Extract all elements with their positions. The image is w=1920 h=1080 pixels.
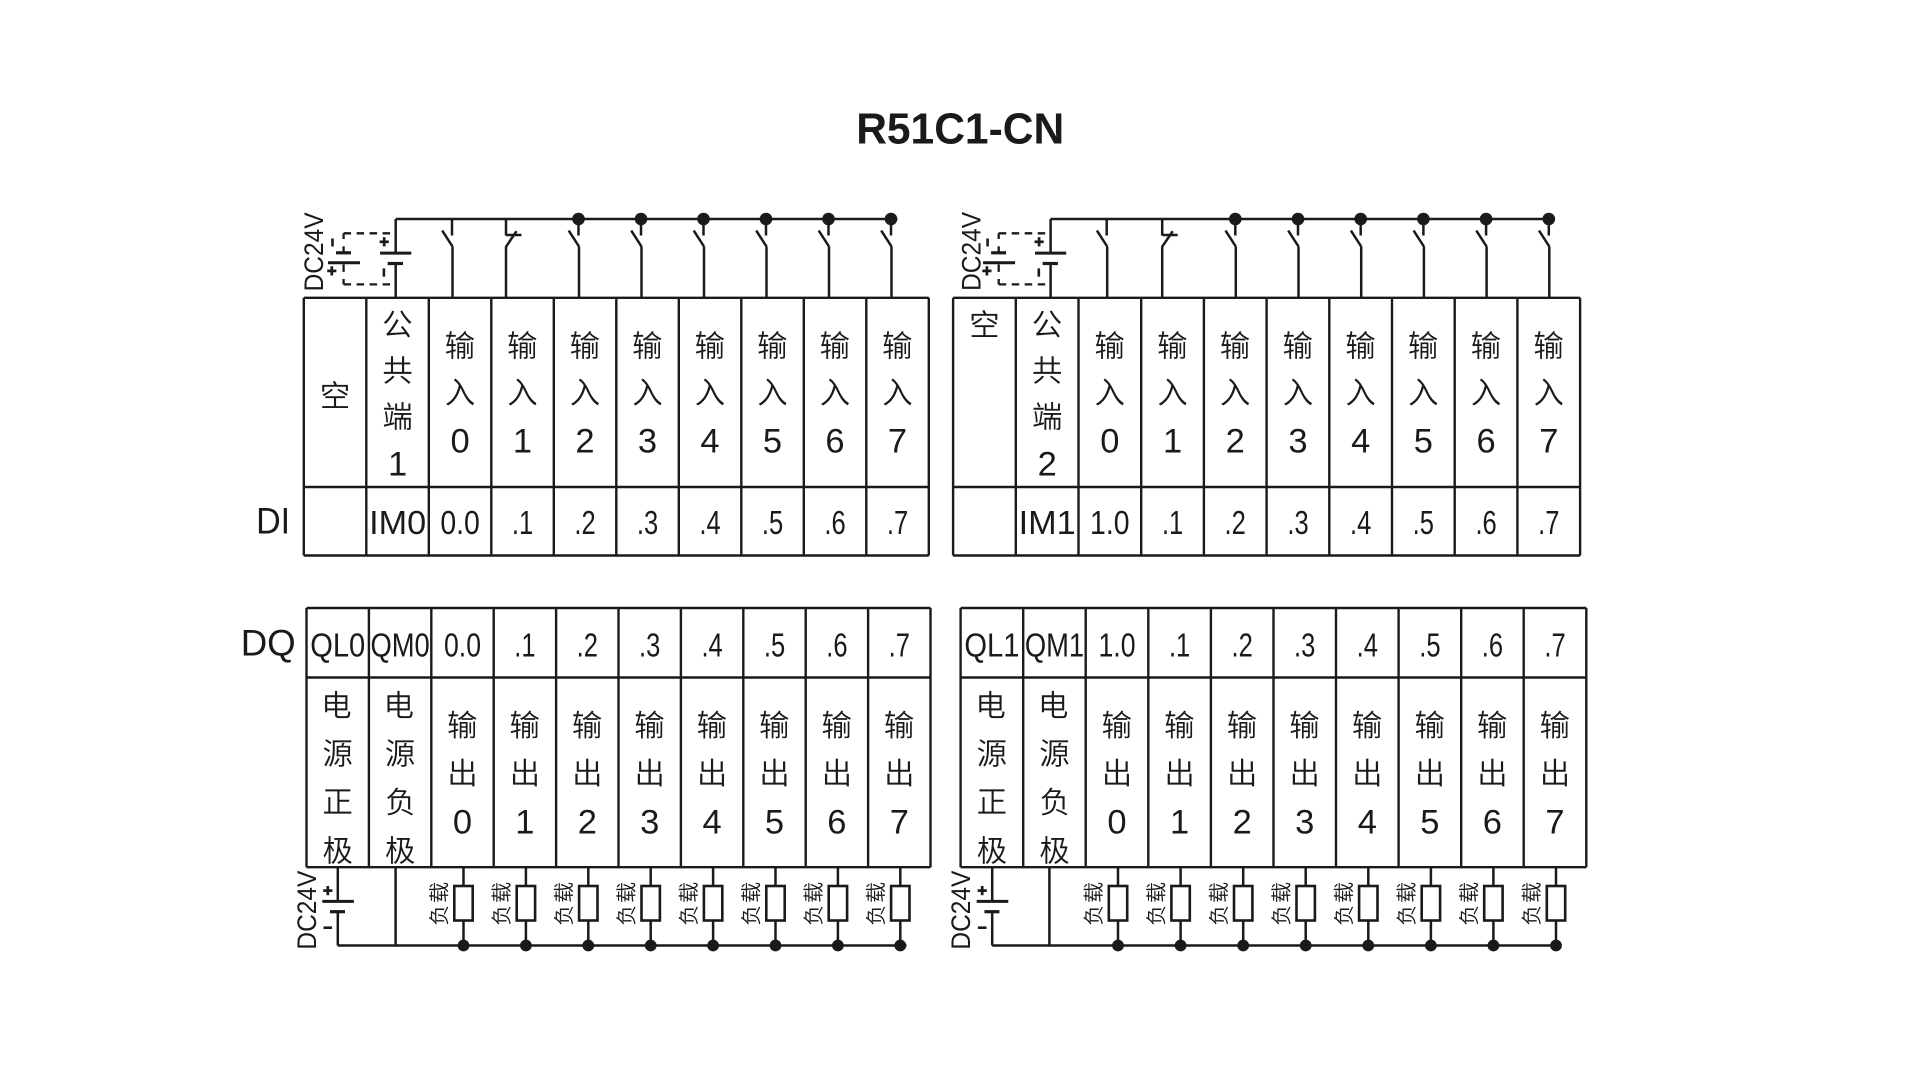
svg-text:5: 5	[1414, 423, 1433, 461]
svg-text:.7: .7	[1544, 627, 1565, 664]
svg-text:.1: .1	[1162, 504, 1183, 541]
svg-text:DC24V: DC24V	[292, 870, 322, 949]
svg-text:.2: .2	[574, 504, 595, 541]
svg-text:IM1: IM1	[1019, 504, 1076, 541]
svg-text:1: 1	[513, 423, 532, 461]
svg-text:6: 6	[1483, 804, 1502, 842]
svg-text:6: 6	[1477, 423, 1496, 461]
svg-text:.4: .4	[699, 504, 720, 541]
svg-text:1.0: 1.0	[1090, 504, 1130, 541]
svg-text:1: 1	[1170, 804, 1189, 842]
svg-text:DI: DI	[256, 501, 290, 542]
svg-text:4: 4	[703, 804, 722, 842]
svg-text:.1: .1	[1169, 627, 1190, 664]
svg-text:.7: .7	[1538, 504, 1559, 541]
svg-text:1.0: 1.0	[1099, 627, 1136, 664]
svg-text:4: 4	[1351, 423, 1370, 461]
svg-text:0: 0	[1100, 423, 1119, 461]
svg-text:.7: .7	[889, 627, 910, 664]
svg-text:DQ: DQ	[241, 623, 296, 664]
svg-text:.5: .5	[762, 504, 783, 541]
svg-text:QM1: QM1	[1025, 627, 1084, 664]
svg-text:7: 7	[890, 804, 909, 842]
svg-text:.5: .5	[1419, 627, 1440, 664]
svg-text:0: 0	[1107, 804, 1126, 842]
svg-text:.3: .3	[637, 504, 658, 541]
svg-text:5: 5	[1420, 804, 1439, 842]
svg-text:5: 5	[763, 423, 782, 461]
svg-text:.3: .3	[1294, 627, 1315, 664]
svg-text:0.0: 0.0	[444, 627, 481, 664]
svg-text:7: 7	[1539, 423, 1558, 461]
svg-text:DC24V: DC24V	[957, 212, 987, 291]
svg-text:.3: .3	[639, 627, 660, 664]
svg-text:QL0: QL0	[310, 627, 365, 664]
svg-text:6: 6	[825, 423, 844, 461]
svg-text:.2: .2	[1232, 627, 1253, 664]
svg-text:.5: .5	[1413, 504, 1434, 541]
svg-text:7: 7	[1545, 804, 1564, 842]
svg-text:4: 4	[700, 423, 719, 461]
svg-text:3: 3	[638, 423, 657, 461]
svg-text:2: 2	[578, 804, 597, 842]
svg-text:IM0: IM0	[369, 504, 426, 541]
svg-text:2: 2	[1233, 804, 1252, 842]
svg-text:.7: .7	[887, 504, 908, 541]
svg-text:1: 1	[388, 445, 407, 483]
svg-text:1: 1	[1163, 423, 1182, 461]
svg-text:.2: .2	[577, 627, 598, 664]
svg-text:DC24V: DC24V	[946, 870, 976, 949]
svg-text:.3: .3	[1287, 504, 1308, 541]
svg-text:.6: .6	[1475, 504, 1496, 541]
svg-text:.4: .4	[1357, 627, 1378, 664]
svg-text:.6: .6	[826, 627, 847, 664]
svg-text:.6: .6	[824, 504, 845, 541]
svg-text:6: 6	[827, 804, 846, 842]
svg-text:3: 3	[1288, 423, 1307, 461]
svg-text:DC24V: DC24V	[299, 212, 329, 291]
svg-text:.1: .1	[514, 627, 535, 664]
svg-text:0: 0	[451, 423, 470, 461]
svg-text:5: 5	[765, 804, 784, 842]
svg-text:.6: .6	[1482, 627, 1503, 664]
svg-text:2: 2	[575, 423, 594, 461]
svg-text:2: 2	[1038, 445, 1057, 483]
svg-text:3: 3	[640, 804, 659, 842]
svg-text:.5: .5	[764, 627, 785, 664]
svg-text:7: 7	[888, 423, 907, 461]
svg-text:1: 1	[515, 804, 534, 842]
svg-text:QL1: QL1	[964, 627, 1019, 664]
svg-text:R51C1-CN: R51C1-CN	[856, 104, 1064, 153]
svg-text:.1: .1	[512, 504, 533, 541]
svg-text:.4: .4	[1350, 504, 1371, 541]
svg-text:QM0: QM0	[370, 627, 429, 664]
svg-text:.4: .4	[701, 627, 722, 664]
svg-text:0.0: 0.0	[440, 504, 480, 541]
svg-text:0: 0	[453, 804, 472, 842]
svg-text:.2: .2	[1225, 504, 1246, 541]
svg-text:3: 3	[1295, 804, 1314, 842]
svg-text:2: 2	[1226, 423, 1245, 461]
svg-text:4: 4	[1358, 804, 1377, 842]
